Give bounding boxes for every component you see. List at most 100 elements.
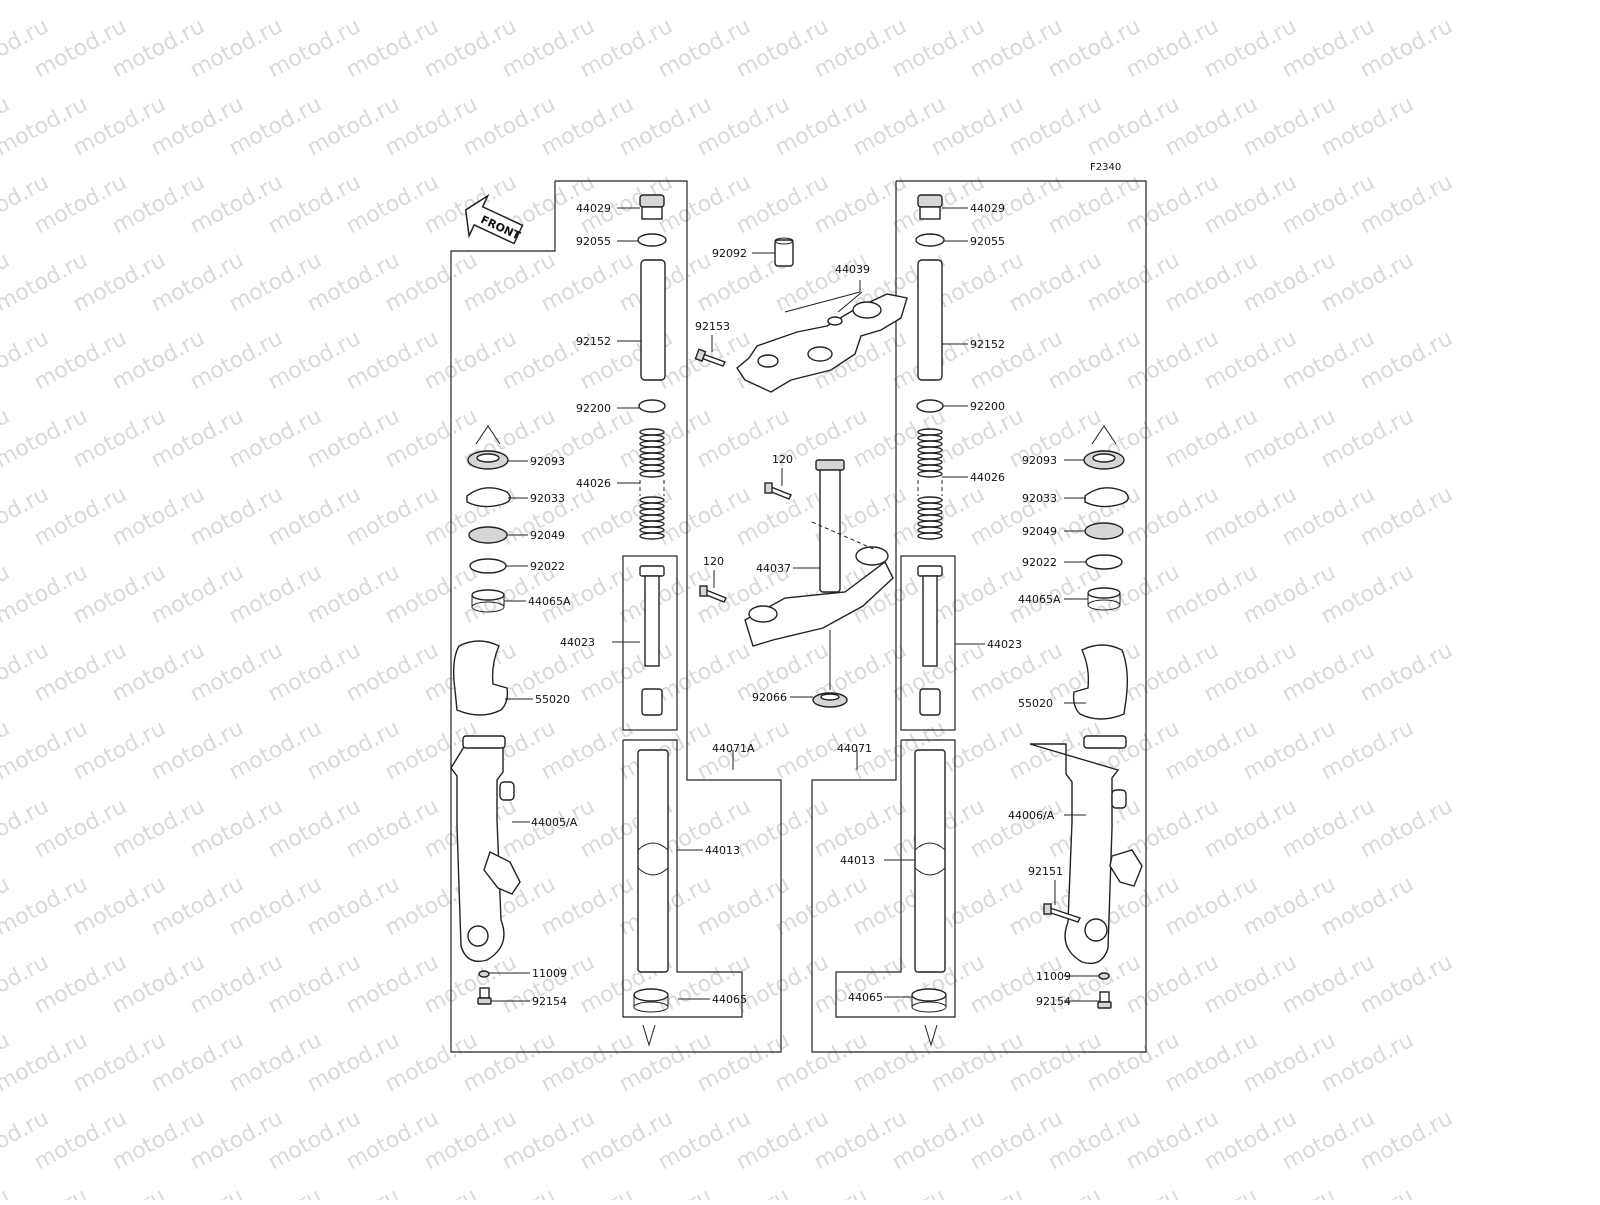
left-leaders-center — [612, 207, 710, 1000]
spring-coil — [639, 496, 665, 504]
part-11009-right — [1098, 972, 1110, 980]
watermark-text: motod.ru — [225, 0, 326, 5]
label-44026-left: 44026 — [576, 477, 611, 490]
part-92066-bearing — [812, 692, 848, 708]
watermark-text: motod.ru — [615, 0, 716, 5]
watermark-text: motod.ru — [147, 0, 248, 5]
left-44023-box — [622, 555, 678, 731]
label-92033-right: 92033 — [1022, 492, 1057, 505]
label-120-upper: 120 — [772, 453, 793, 466]
part-44065-left — [633, 988, 669, 1013]
part-92092 — [774, 237, 794, 267]
label-44013-right: 44013 — [840, 854, 875, 867]
watermark-text: motod.ru — [381, 0, 482, 5]
watermark-text: motod.ru — [0, 1184, 92, 1200]
part-44005A-left — [450, 735, 521, 963]
part-11009-left — [478, 970, 490, 978]
label-44065-right: 44065 — [848, 991, 883, 1004]
part-92093-left — [467, 425, 509, 470]
watermark-text: motod.ru — [1239, 0, 1340, 5]
part-92022-right — [1085, 554, 1123, 570]
watermark-text: motod.ru — [927, 0, 1028, 5]
leader-92066 — [790, 630, 831, 698]
spring-coil — [917, 434, 943, 442]
watermark-layer: motod.rumotod.rumotod.rumotod.rumotod.ru… — [0, 0, 1457, 1205]
spring-coil — [917, 446, 943, 454]
right-fork-boundary — [811, 180, 1147, 1053]
watermark-text: motod.ru — [1005, 0, 1106, 5]
part-92154-left — [477, 987, 492, 1005]
label-120-lower: 120 — [703, 555, 724, 568]
label-11009-right: 11009 — [1036, 970, 1071, 983]
part-44013-left — [637, 749, 669, 973]
label-92151-right: 92151 — [1028, 865, 1063, 878]
left-arrow-down-icon — [642, 1024, 656, 1047]
spring-coil — [639, 508, 665, 516]
right-44023-box — [900, 555, 956, 731]
left-44013-box — [622, 739, 743, 1018]
part-92153 — [694, 348, 726, 367]
part-44026-right — [917, 428, 943, 540]
spring-coil — [639, 446, 665, 454]
label-55020-right: 55020 — [1018, 697, 1053, 710]
label-44037: 44037 — [756, 562, 791, 575]
label-92049-left: 92049 — [530, 529, 565, 542]
part-92055-left — [637, 233, 667, 247]
spring-coil — [917, 464, 943, 472]
spring-coil — [917, 458, 943, 466]
spring-coil — [917, 532, 943, 540]
spring-coil — [917, 440, 943, 448]
spring-coil — [917, 502, 943, 510]
watermark-text: motod.ru — [771, 0, 872, 5]
spring-coil — [917, 428, 943, 436]
spring-coil — [917, 520, 943, 528]
label-44071: 44071 — [837, 742, 872, 755]
watermark-text: motod.ru — [1161, 0, 1262, 5]
part-92049-right — [1084, 522, 1124, 540]
part-44065A-left — [471, 589, 505, 613]
spring-coil — [639, 452, 665, 460]
watermark-text: motod.ru — [69, 0, 170, 5]
watermark-text: motod.ru — [0, 1184, 14, 1200]
watermark-text: motod.ru — [693, 0, 794, 5]
right-leaders-center — [856, 207, 985, 998]
part-92049-left — [468, 526, 508, 544]
label-44026-right: 44026 — [970, 471, 1005, 484]
spring-coil — [639, 428, 665, 436]
label-92154-left: 92154 — [532, 995, 567, 1008]
part-92200-left — [638, 399, 666, 413]
left-leaders-side — [489, 460, 734, 1002]
part-92154-right — [1097, 991, 1112, 1009]
spring-coil — [917, 508, 943, 516]
leader-44039 — [784, 280, 863, 313]
part-92151-right — [1043, 903, 1081, 923]
label-44029-right: 44029 — [970, 202, 1005, 215]
part-44029-left — [639, 194, 665, 220]
watermark-text: motod.ru — [1083, 0, 1184, 5]
part-55020-left — [452, 640, 509, 716]
spring-coil — [639, 440, 665, 448]
spring-coil — [917, 496, 943, 504]
label-44065-left: 44065 — [712, 993, 747, 1006]
label-92066: 92066 — [752, 691, 787, 704]
watermark-text: motod.ru — [537, 0, 638, 5]
label-11009-left: 11009 — [532, 967, 567, 980]
part-92152-left — [640, 259, 666, 381]
part-44013-right — [914, 749, 946, 973]
spring-coil — [917, 470, 943, 478]
label-44029-left: 44029 — [576, 202, 611, 215]
spring-coil — [917, 514, 943, 522]
label-44006A-right: 44006/A — [1008, 809, 1055, 822]
part-44026-left — [639, 428, 665, 540]
watermark-text: motod.ru — [303, 0, 404, 5]
label-92200-right: 92200 — [970, 400, 1005, 413]
spring-coil — [639, 434, 665, 442]
watermark-text: motod.ru — [459, 0, 560, 5]
part-92093-right — [1083, 425, 1125, 470]
spring-coil — [639, 470, 665, 478]
part-92200-right — [916, 399, 944, 413]
label-92049-right: 92049 — [1022, 525, 1057, 538]
label-92055-right: 92055 — [970, 235, 1005, 248]
spring-coil — [639, 464, 665, 472]
label-92033-left: 92033 — [530, 492, 565, 505]
